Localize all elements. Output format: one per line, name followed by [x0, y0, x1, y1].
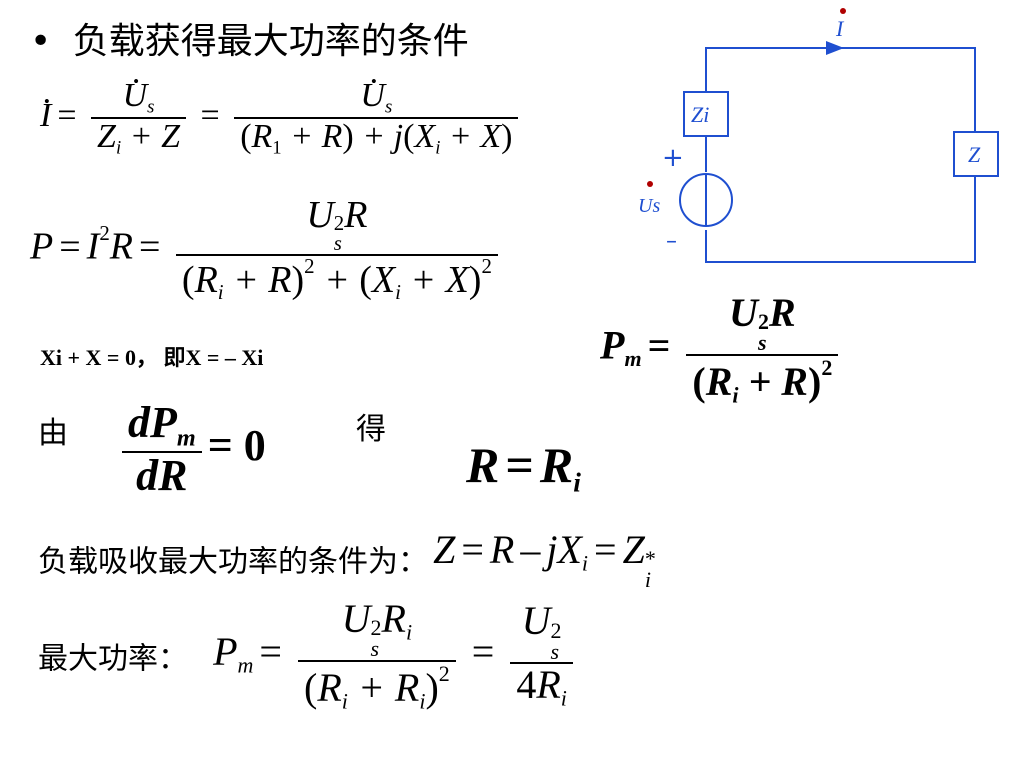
us-dot-icon — [647, 181, 653, 187]
absorb-condition-label: 负载吸收最大功率的条件为： — [38, 544, 428, 580]
current-label: I — [835, 16, 845, 41]
circuit-wires — [705, 47, 976, 263]
title-bullet: • — [30, 21, 52, 62]
condition-note: Xi + X = 0， 即X = – Xi — [40, 345, 264, 370]
current-equation: I= UsZi + Z = Us(R1 + R) + j(Xi + X) — [40, 78, 519, 158]
title-text: 负载获得最大功率的条件 — [72, 21, 469, 62]
absorb-condition-line: 负载吸收最大功率的条件为： Z=R–jXi=Z*i — [38, 527, 656, 593]
max-power-label: 最大功率： — [38, 641, 188, 677]
by-label: 由 — [38, 416, 68, 451]
circuit-diagram: I Zi Z Us + – — [638, 8, 999, 263]
zi-label: Zi — [691, 102, 709, 127]
z-impedance-box — [953, 131, 999, 177]
current-arrow-icon — [826, 41, 844, 55]
minus-sign: – — [666, 229, 677, 254]
z-label: Z — [968, 142, 981, 167]
page-title: • 负载获得最大功率的条件 — [30, 12, 469, 64]
us-label: Us — [638, 195, 660, 217]
current-dot-icon — [840, 8, 846, 14]
get-label: 得 — [356, 412, 386, 447]
result-equation: R=Ri — [466, 437, 581, 498]
zi-impedance-box — [683, 91, 729, 137]
plus-sign: + — [662, 143, 684, 173]
